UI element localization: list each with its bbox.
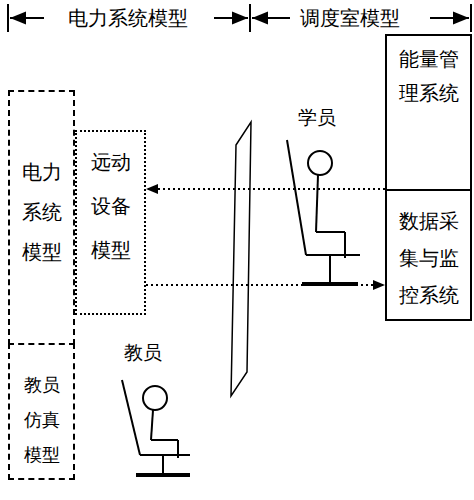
- person-label: 教员: [124, 340, 162, 364]
- model-box: 教员仿真模型: [8, 343, 75, 480]
- node-text: 教员仿真模型: [22, 367, 62, 472]
- person-label: 学员: [298, 105, 336, 129]
- section-header: 电力系统模型: [68, 6, 188, 30]
- model-box: 远动设备模型: [75, 130, 146, 315]
- node-text: 远动设备模型: [89, 140, 133, 272]
- node-text: 数据采集与监控系统: [397, 203, 461, 314]
- teacher-figure: [122, 380, 190, 475]
- dotted-arrow: [146, 188, 385, 190]
- node-text: 能量管理系统: [397, 42, 461, 110]
- node-text: 电力系统模型: [20, 152, 64, 272]
- header-bracket: [8, 4, 471, 32]
- screen-panel: [231, 122, 251, 396]
- system-box: 数据采集与监控系统: [385, 189, 472, 321]
- dotted-arrow: [146, 284, 385, 286]
- student-figure: [287, 140, 360, 284]
- section-header: 调度室模型: [300, 6, 400, 30]
- system-box: 能量管理系统: [385, 34, 472, 191]
- model-box: 电力系统模型: [8, 90, 75, 345]
